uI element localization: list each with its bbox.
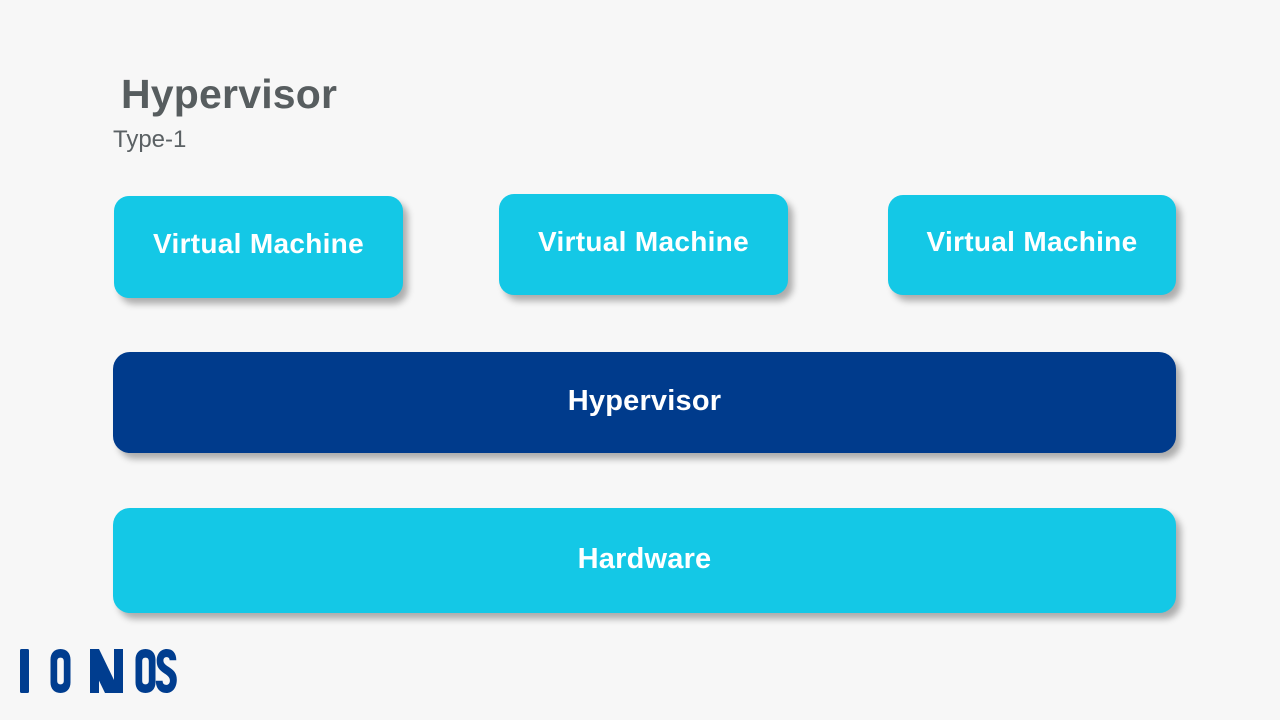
- hypervisor-bar: Hypervisor: [113, 352, 1176, 453]
- hardware-label: Hardware: [577, 543, 712, 575]
- page-title: Hypervisor: [121, 71, 338, 117]
- virtual-machine-label: Virtual Machine: [153, 228, 364, 259]
- hardware-bar: Hardware: [113, 508, 1176, 613]
- virtual-machine-box-3: Virtual Machine: [888, 195, 1176, 295]
- hypervisor-label: Hypervisor: [567, 385, 722, 417]
- virtual-machine-box-1: Virtual Machine: [114, 196, 403, 298]
- page-subtitle: Type-1: [113, 126, 187, 153]
- virtual-machine-label: Virtual Machine: [538, 225, 749, 257]
- ionos-logo: [18, 646, 178, 696]
- heading-block: Hypervisor Type-1: [113, 74, 813, 152]
- virtual-machine-label: Virtual Machine: [926, 226, 1138, 257]
- virtual-machine-box-2: Virtual Machine: [499, 194, 788, 295]
- ionos-logo-icon: [20, 649, 177, 693]
